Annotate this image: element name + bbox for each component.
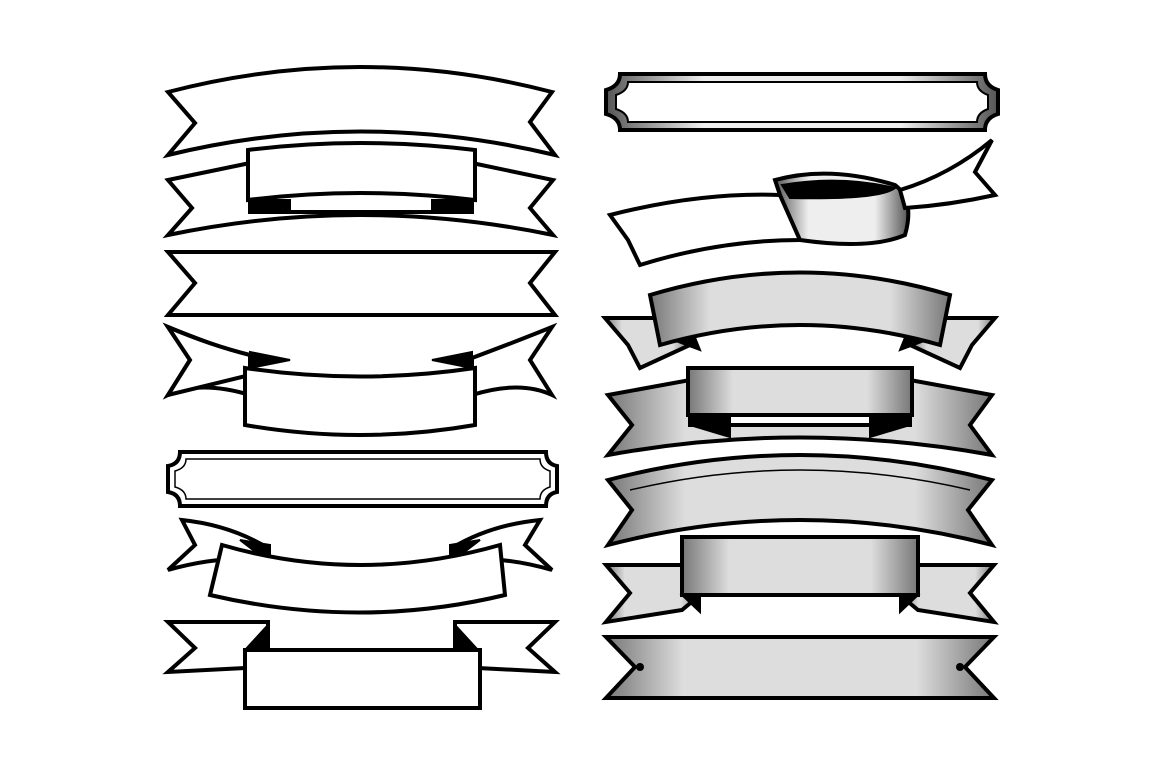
banner-plaque-shaded (604, 72, 1000, 132)
rivet-icon (636, 663, 644, 671)
banner-raised-box (162, 620, 561, 710)
banner-curved-shaded (603, 453, 997, 549)
banner-curved-swallowtail (162, 65, 560, 159)
banner-raised-box-shaded (601, 535, 999, 625)
banner-boxed-center (162, 141, 559, 239)
banner-plaque (166, 450, 559, 508)
banner-straight-shaded (601, 635, 999, 700)
banner-straight-swallowtail (163, 250, 560, 317)
banner-boxed-shaded (603, 366, 997, 458)
banner-arched-curl (166, 517, 554, 615)
banner-drooping-box (162, 322, 558, 437)
banner-curled-ribbon (606, 138, 999, 268)
rivet-icon (956, 663, 964, 671)
banner-arched-shaded (600, 270, 1000, 371)
